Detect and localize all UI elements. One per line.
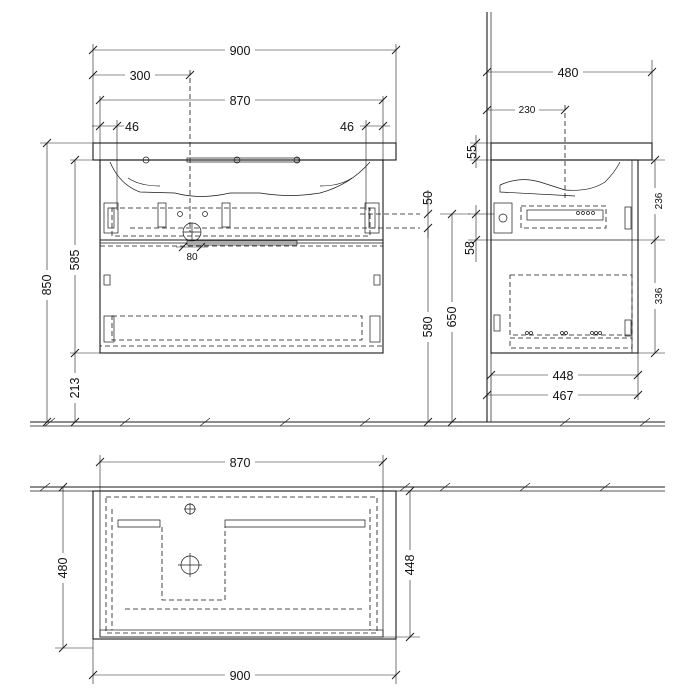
- side-dim-55: 55: [465, 135, 491, 168]
- dim-label: 46: [340, 120, 354, 134]
- dim-label: 900: [230, 44, 251, 58]
- front-dim-46-right: 46: [340, 120, 390, 134]
- top-drain: [178, 553, 202, 577]
- dim-label: 580: [421, 317, 435, 338]
- front-dim-213: 213: [66, 353, 82, 427]
- dim-label: 850: [40, 275, 54, 296]
- side-dim-448: 448: [486, 353, 643, 400]
- dim-label: 870: [230, 94, 251, 108]
- side-dim-58: 58: [463, 205, 494, 262]
- dim-label: 213: [68, 378, 82, 399]
- front-basin-bowl: [109, 161, 371, 197]
- top-view: 870 480 448 900: [30, 454, 665, 684]
- top-dim-448: 448: [383, 486, 420, 642]
- dim-label: 236: [654, 192, 665, 209]
- top-dim-900: 900: [88, 639, 401, 684]
- side-countertop: [490, 142, 653, 161]
- dim-label: 80: [186, 252, 198, 263]
- top-tap-hole: [184, 503, 196, 515]
- front-dim-850: 850: [38, 138, 54, 427]
- top-countertop: [92, 490, 397, 640]
- side-dim-236: 236: [638, 155, 665, 245]
- side-dim-230: 230: [482, 103, 570, 116]
- floor-line: [30, 417, 665, 427]
- front-tap-holes: [142, 156, 301, 164]
- front-dim-46-left: 46: [92, 120, 139, 134]
- front-dim-580: 580: [419, 228, 435, 427]
- front-dim-80: 80: [176, 242, 208, 263]
- dim-label: 46: [125, 120, 139, 134]
- dim-label: 58: [463, 241, 477, 255]
- dim-label: 50: [421, 191, 435, 205]
- dim-label: 448: [403, 555, 417, 576]
- dim-label: 480: [56, 558, 70, 579]
- top-rear-strip: [99, 629, 384, 638]
- side-dim-480: 480: [482, 60, 657, 143]
- dim-label: 336: [654, 287, 665, 304]
- dim-label: 480: [558, 66, 579, 80]
- side-dim-467: 467: [482, 387, 643, 403]
- front-dim-870: 870: [95, 92, 388, 108]
- dim-label: 467: [553, 389, 574, 403]
- front-dim-900: 900: [88, 42, 401, 58]
- front-cabinet-body: [99, 159, 384, 354]
- dim-label: 870: [230, 456, 251, 470]
- dim-label: 900: [230, 669, 251, 683]
- front-dim-585: 585: [66, 155, 82, 358]
- top-basin-outline: [117, 519, 161, 528]
- side-screw-holes: [525, 211, 602, 335]
- front-view: 900 300 870 46 46: [38, 42, 470, 427]
- side-view: 480 230 55 58: [463, 12, 665, 422]
- front-dim-300: 300: [88, 67, 195, 83]
- side-cabinet-body: [490, 159, 639, 354]
- side-rail-bracket: [493, 202, 513, 234]
- dim-label: 448: [553, 369, 574, 383]
- dim-label: 650: [445, 307, 459, 328]
- dim-label: 300: [130, 69, 151, 83]
- dim-label: 230: [519, 105, 536, 116]
- side-dim-336: 336: [638, 240, 665, 358]
- dim-label: 585: [68, 250, 82, 271]
- top-dim-480: 480: [54, 482, 93, 653]
- front-countertop: [92, 142, 397, 161]
- front-dim-650: 650: [440, 209, 470, 427]
- dim-label: 55: [465, 145, 479, 159]
- front-handle-upper: [186, 157, 300, 163]
- top-dim-870: 870: [95, 454, 388, 491]
